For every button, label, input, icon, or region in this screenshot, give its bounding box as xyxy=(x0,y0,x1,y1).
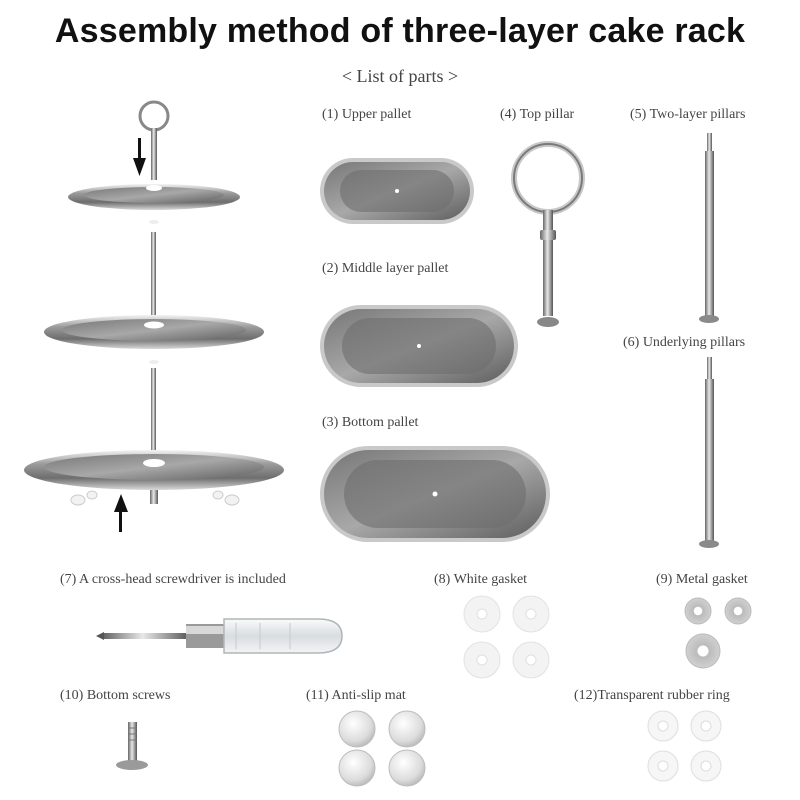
underlying-pillar-image xyxy=(699,357,719,548)
metal-gasket-image xyxy=(684,597,752,669)
label-screwdriver: (7) A cross-head screwdriver is included xyxy=(60,572,286,587)
label-bottom-pallet: (3) Bottom pallet xyxy=(322,415,419,430)
label-white-gasket: (8) White gasket xyxy=(434,572,528,587)
white-gasket-image xyxy=(463,595,550,679)
label-anti-slip-mat: (11) Anti-slip mat xyxy=(306,688,406,703)
middle-pallet-image xyxy=(320,305,518,387)
label-middle-pallet: (2) Middle layer pallet xyxy=(322,261,449,276)
label-underlying-pillars: (6) Underlying pillars xyxy=(623,335,746,350)
bottom-screw-image xyxy=(116,722,148,770)
label-top-pillar: (4) Top pillar xyxy=(500,107,575,122)
arrow-down-icon xyxy=(133,138,146,176)
label-bottom-screws: (10) Bottom screws xyxy=(60,688,171,703)
two-layer-pillar-image xyxy=(699,133,719,323)
assembled-rack xyxy=(24,100,284,532)
screwdriver-image xyxy=(96,618,343,654)
top-pillar-image xyxy=(511,141,585,327)
label-rubber-ring: (12)Transparent rubber ring xyxy=(574,688,730,703)
label-upper-pallet: (1) Upper pallet xyxy=(322,107,412,122)
arrow-up-icon xyxy=(114,494,128,532)
label-metal-gasket: (9) Metal gasket xyxy=(656,572,748,587)
anti-slip-mat-image xyxy=(338,710,426,787)
rubber-ring-image xyxy=(647,710,722,782)
upper-pallet-image xyxy=(320,158,474,224)
bottom-pallet-image xyxy=(320,446,550,542)
parts-list-heading: < List of parts > xyxy=(341,66,459,86)
label-two-layer-pillars: (5) Two-layer pillars xyxy=(630,107,746,122)
page-title: Assembly method of three-layer cake rack xyxy=(54,12,746,50)
